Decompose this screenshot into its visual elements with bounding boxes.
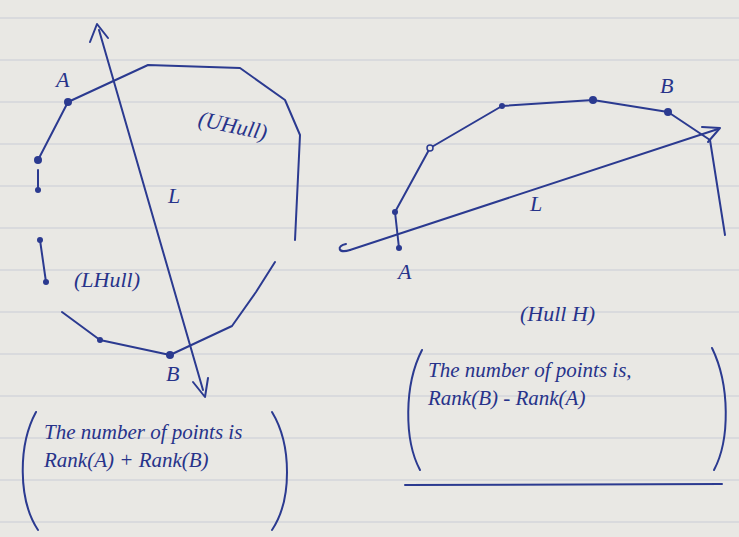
point-label: A	[398, 258, 411, 286]
note-text: The number of points is Rank(A) + Rank(B…	[44, 418, 266, 475]
region-label: (UHull)	[196, 105, 270, 146]
hull-label: (Hull H)	[520, 300, 595, 328]
line-label: L	[530, 190, 542, 218]
point-label: B	[166, 360, 179, 388]
point-label: A	[56, 66, 69, 94]
note-text: The number of points is, Rank(B) - Rank(…	[428, 356, 698, 413]
region-label: (LHull)	[74, 266, 140, 294]
line-label: L	[168, 182, 180, 210]
point-label: B	[660, 72, 673, 100]
